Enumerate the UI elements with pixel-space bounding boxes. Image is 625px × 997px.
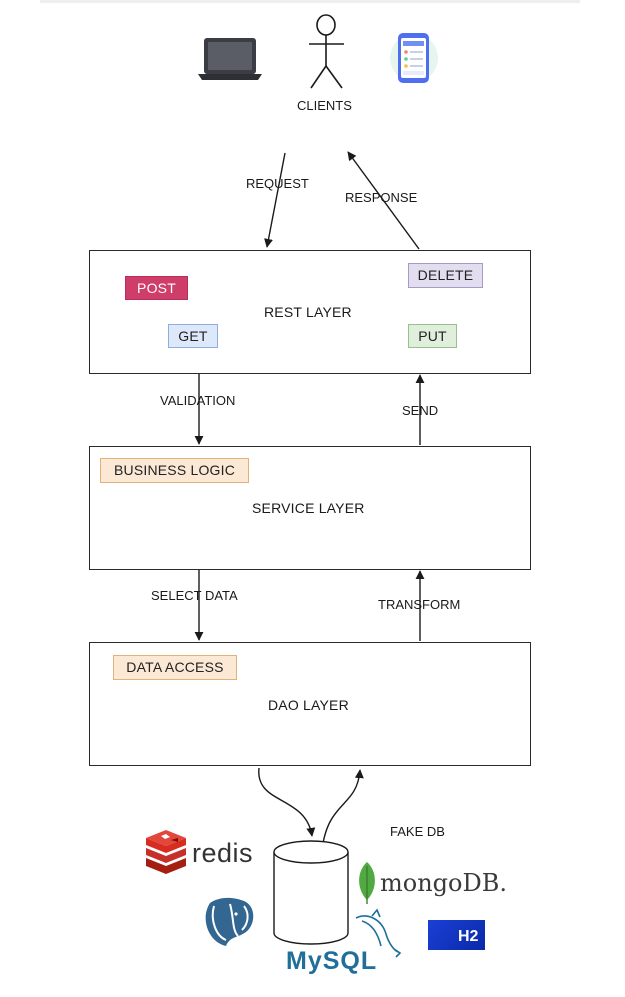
transform-label: TRANSFORM xyxy=(378,597,461,612)
validation-label: VALIDATION xyxy=(160,393,236,408)
delete-method-tag: DELETE xyxy=(408,263,483,288)
fake-db-label: FAKE DB xyxy=(390,824,445,839)
top-divider xyxy=(40,0,580,3)
get-method-tag: GET xyxy=(168,324,218,348)
select-data-label: SELECT DATA xyxy=(151,588,238,603)
send-label: SEND xyxy=(402,403,439,418)
service-layer-title: SERVICE LAYER xyxy=(252,500,365,516)
redis-logo-text: redis xyxy=(192,838,254,868)
h2-logo-text: H2 xyxy=(458,928,479,945)
dao-to-db-arrow xyxy=(258,767,316,837)
database-cylinder-icon xyxy=(273,840,349,945)
mobile-phone-icon xyxy=(390,33,438,83)
post-method-tag: POST xyxy=(125,276,188,300)
rest-layer-title: REST LAYER xyxy=(264,304,352,320)
dao-layer-title: DAO LAYER xyxy=(268,697,349,713)
response-label: RESPONSE xyxy=(345,190,418,205)
mysql-dolphin-icon xyxy=(355,908,402,958)
request-label: REQUEST xyxy=(246,176,309,191)
h2-logo-icon xyxy=(428,920,485,950)
mongodb-logo-text: mongoDB. xyxy=(380,869,507,897)
put-method-tag: PUT xyxy=(408,324,457,348)
request-arrow xyxy=(264,152,286,248)
response-arrow xyxy=(347,151,420,250)
data-access-tag: DATA ACCESS xyxy=(113,655,237,680)
business-logic-tag: BUSINESS LOGIC xyxy=(100,458,249,483)
stick-figure-icon xyxy=(309,14,344,89)
redis-logo-icon xyxy=(146,830,186,874)
mongodb-leaf-icon xyxy=(359,862,375,904)
postgresql-elephant-icon xyxy=(205,897,254,946)
mysql-logo-text: MySQL xyxy=(286,947,378,975)
clients-label: CLIENTS xyxy=(297,98,352,113)
laptop-icon xyxy=(198,38,262,80)
db-to-dao-arrow xyxy=(321,769,364,851)
